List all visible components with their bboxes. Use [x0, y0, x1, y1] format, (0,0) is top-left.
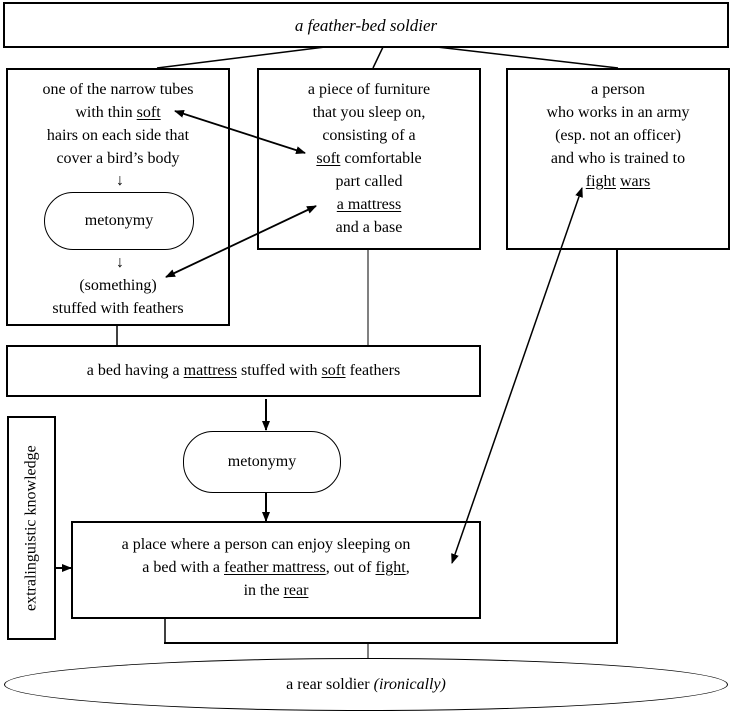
combined-soft-word: soft: [321, 362, 346, 379]
title-box: a feather-bed soldier: [3, 2, 729, 48]
bed-line-3: consisting of a: [322, 127, 416, 144]
combined-mid: stuffed with: [236, 362, 322, 379]
feather-definition-box: one of the narrow tubes with thin soft h…: [6, 68, 230, 326]
soldier-definition-box: a person who works in an army (esp. not …: [506, 68, 730, 250]
combined-meaning-text: a bed having a mattress stuffed with sof…: [8, 359, 479, 382]
feather-line-2: with thin soft: [8, 101, 228, 124]
metonymy-label-1: metonymy: [84, 212, 154, 229]
bed-line-7: and a base: [335, 219, 403, 236]
bed-line-2: that you sleep on,: [312, 104, 426, 121]
down-arrow-icon: ↓: [116, 172, 124, 189]
title-to-soldier-line: [436, 46, 619, 69]
feather-mattress-phrase: feather mattress: [224, 559, 326, 576]
interpretation-box: a place where a person can enjoy sleepin…: [71, 521, 481, 619]
feather-result-text: (something) stuffed with feathers: [8, 274, 228, 320]
final-meaning-text: a rear soldier (ironically): [286, 676, 446, 694]
extralinguistic-knowledge-box: extralinguistic knowledge: [7, 416, 56, 640]
final-meaning-ellipse: a rear soldier (ironically): [4, 658, 728, 711]
bed-line-6: a mattress: [259, 193, 479, 216]
interpretation-line-3: in the rear: [73, 579, 479, 602]
bed-line-1: a piece of furniture: [307, 81, 431, 98]
down-arrow-icon: ↓: [116, 254, 124, 271]
interpretation-line-1: a place where a person can enjoy sleepin…: [121, 536, 411, 553]
combined-pre: a bed having a: [86, 362, 184, 379]
feather-line-2-text: with thin: [75, 104, 137, 121]
metonymy-pill-2: metonymy: [183, 431, 341, 493]
interpretation-line-3-pre: in the: [243, 582, 284, 599]
bed-soft-word: soft: [316, 150, 341, 167]
interpretation-fight-word: fight: [375, 559, 406, 576]
soldier-wars-word: wars: [620, 173, 651, 190]
soldier-line-4: and who is trained to: [550, 150, 686, 167]
interpretation-line-2: a bed with a feather mattress, out of fi…: [73, 556, 479, 579]
interpretation-rear-word: rear: [283, 582, 309, 599]
combined-post: feathers: [345, 362, 401, 379]
title-text: a feather-bed soldier: [294, 16, 438, 35]
combined-meaning-box: a bed having a mattress stuffed with sof…: [6, 345, 481, 397]
feather-line-1: one of the narrow tubes: [42, 81, 194, 98]
soft-soft-link-arrow: [174, 109, 306, 155]
soldier-fight-word: fight: [585, 173, 616, 190]
final-meaning-italic: (ironically): [373, 675, 446, 693]
interpretation-line-2-mid: , out of: [325, 559, 376, 576]
final-meaning-main: a rear soldier: [286, 675, 374, 693]
metonymy-pill-1: metonymy: [44, 192, 194, 250]
bed-definition-text: a piece of furniture that you sleep on, …: [259, 78, 479, 239]
soldier-line-1: a person: [591, 81, 645, 98]
title-to-feather-line: [156, 46, 326, 69]
extralinguistic-knowledge-label: extralinguistic knowledge: [22, 445, 40, 611]
bed-mattress-word: a mattress: [336, 196, 402, 213]
interpretation-line-2-pre: a bed with a: [142, 559, 224, 576]
soldier-line-2: who works in an army: [546, 104, 690, 121]
bed-definition-box: a piece of furniture that you sleep on, …: [257, 68, 481, 250]
soldier-definition-text: a person who works in an army (esp. not …: [508, 78, 728, 193]
feather-line-3: hairs on each side that: [46, 127, 190, 144]
soldier-line-5: fight wars: [508, 170, 728, 193]
bed-line-4-text: comfortable: [340, 150, 422, 167]
interpretation-text: a place where a person can enjoy sleepin…: [73, 533, 479, 602]
feather-result-line-1: (something): [79, 277, 157, 294]
bed-line-5: part called: [335, 173, 403, 190]
something-mattress-link-arrow: [165, 205, 317, 278]
combined-mattress-word: mattress: [183, 362, 237, 379]
feather-definition-text: one of the narrow tubes with thin soft h…: [8, 78, 228, 170]
title-to-bed-line: [372, 46, 384, 69]
fight-fight-link-arrow: [451, 187, 583, 564]
interpretation-line-2-post: ,: [405, 559, 410, 576]
feather-soft-word: soft: [136, 104, 161, 121]
feather-result-line-2: stuffed with feathers: [52, 300, 184, 317]
bed-line-4: soft comfortable: [259, 147, 479, 170]
metonymy-label-2: metonymy: [227, 453, 297, 470]
soldier-line-3: (esp. not an officer): [555, 127, 681, 144]
feather-line-4: cover a bird’s body: [56, 150, 180, 167]
